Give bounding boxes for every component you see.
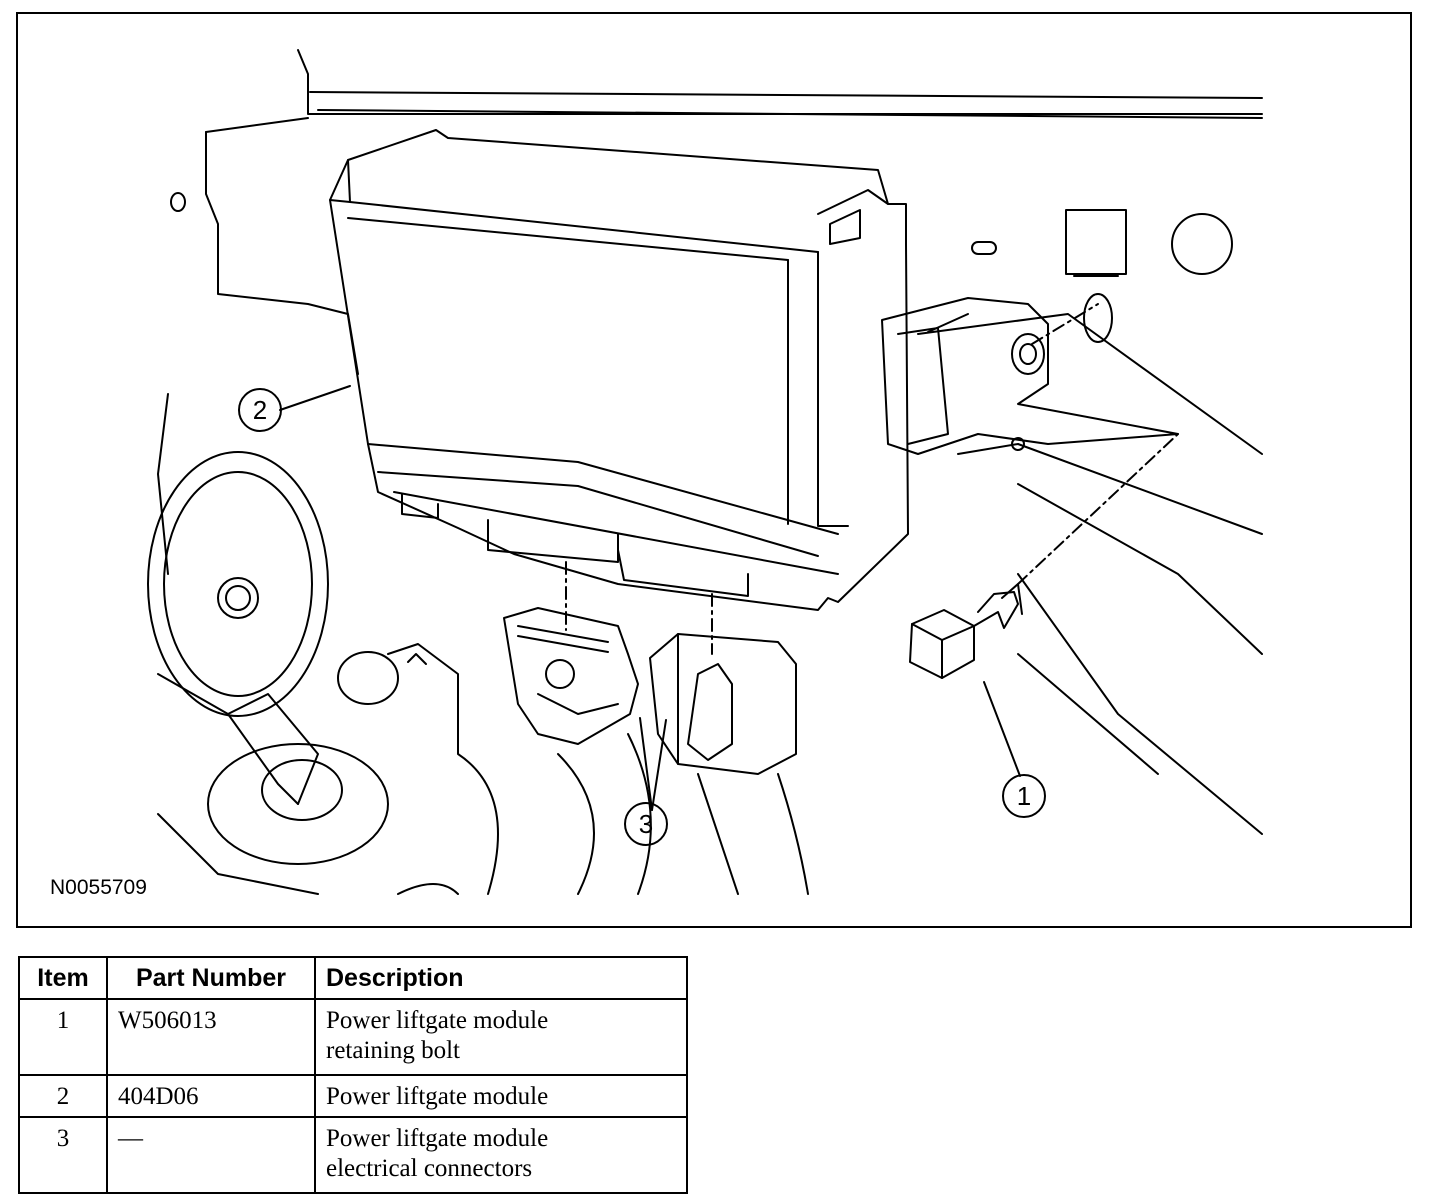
callout-3: 3 xyxy=(624,802,668,846)
table-header-row: Item Part Number Description xyxy=(18,956,688,1000)
liftgate-module-illustration: 2 1 3 xyxy=(147,49,1263,895)
header-item: Item xyxy=(18,956,108,1000)
cell-description: Power liftgate module retaining bolt xyxy=(314,998,688,1076)
table-row: 1 W506013 Power liftgate module retainin… xyxy=(18,998,688,1076)
figure-frame: 2 1 3 N0055709 xyxy=(16,12,1412,928)
callout-2-label: 2 xyxy=(253,395,267,425)
header-description: Description xyxy=(314,956,688,1000)
cell-part-number: 404D06 xyxy=(106,1074,316,1118)
cell-item: 2 xyxy=(18,1074,108,1118)
mounting-bracket xyxy=(881,297,1179,455)
table-row: 3 — Power liftgate module electrical con… xyxy=(18,1116,688,1194)
cell-item: 3 xyxy=(18,1116,108,1194)
electrical-connectors xyxy=(503,607,809,895)
leader-lines xyxy=(279,303,1179,811)
cell-description: Power liftgate module xyxy=(314,1074,688,1118)
power-liftgate-module xyxy=(329,129,909,611)
retaining-bolt xyxy=(909,583,1023,679)
figure-id: N0055709 xyxy=(50,876,147,899)
callout-3-label: 3 xyxy=(639,809,653,839)
cell-item: 1 xyxy=(18,998,108,1076)
header-part-number: Part Number xyxy=(106,956,316,1000)
background-panel xyxy=(157,49,1263,835)
cell-part-number: W506013 xyxy=(106,998,316,1076)
callout-1-label: 1 xyxy=(1017,781,1031,811)
cell-description: Power liftgate module electrical connect… xyxy=(314,1116,688,1194)
description-line: retaining bolt xyxy=(326,1037,460,1064)
description-line: electrical connectors xyxy=(326,1155,533,1182)
table-row: 2 404D06 Power liftgate module xyxy=(18,1074,688,1118)
callout-2: 2 xyxy=(238,388,282,432)
description-line: Power liftgate module xyxy=(326,1125,549,1152)
lower-left-components xyxy=(147,451,499,895)
callout-1: 1 xyxy=(1002,774,1046,818)
description-line: Power liftgate module xyxy=(326,1007,549,1034)
parts-table: Item Part Number Description 1 W506013 P… xyxy=(18,956,688,1194)
description-line: Power liftgate module xyxy=(326,1083,549,1110)
cell-part-number: — xyxy=(106,1116,316,1194)
